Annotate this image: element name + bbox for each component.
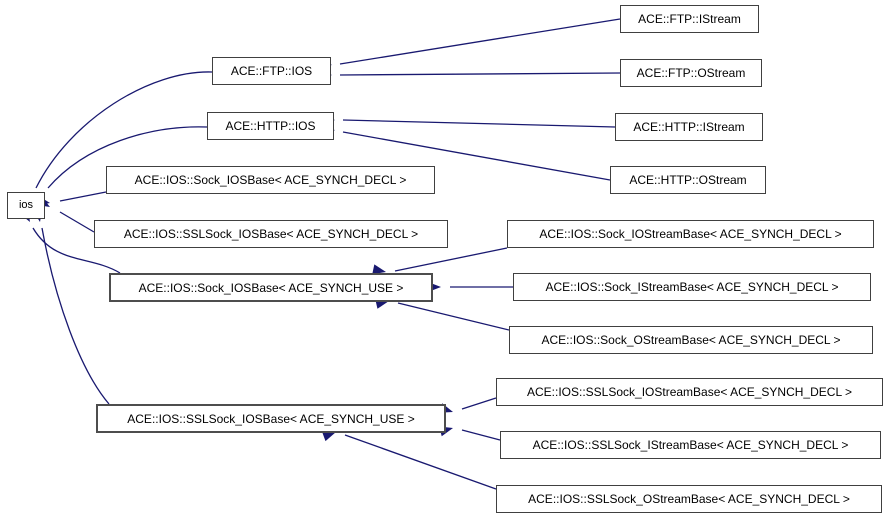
class-node-http_ios[interactable]: ACE::HTTP::IOS (207, 112, 334, 140)
class-node-label: ACE::HTTP::OStream (629, 173, 747, 187)
class-node-label: ACE::IOS::Sock_IOStreamBase< ACE_SYNCH_D… (539, 227, 842, 241)
class-node-sock_ostreambase[interactable]: ACE::IOS::Sock_OStreamBase< ACE_SYNCH_DE… (509, 326, 873, 354)
inheritance-edge (461, 429, 501, 441)
class-node-ftp_ostream[interactable]: ACE::FTP::OStream (620, 59, 762, 87)
inheritance-edge (339, 18, 621, 65)
class-node-label: ACE::HTTP::IStream (633, 120, 745, 134)
class-node-label: ACE::IOS::SSLSock_IOStreamBase< ACE_SYNC… (526, 385, 853, 399)
class-node-label: ACE::FTP::IStream (638, 12, 741, 26)
class-node-label: ACE::HTTP::IOS (225, 119, 316, 133)
class-node-sock_istreambase[interactable]: ACE::IOS::Sock_IStreamBase< ACE_SYNCH_DE… (513, 273, 871, 301)
class-node-sock_iostreambase[interactable]: ACE::IOS::Sock_IOStreamBase< ACE_SYNCH_D… (507, 220, 874, 248)
class-node-label: ACE::IOS::Sock_IOSBase< ACE_SYNCH_USE > (138, 280, 404, 295)
class-node-label: ACE::IOS::Sock_IStreamBase< ACE_SYNCH_DE… (545, 280, 839, 294)
class-node-ios[interactable]: ios (7, 192, 45, 219)
class-node-label: ACE::IOS::SSLSock_OStreamBase< ACE_SYNCH… (528, 492, 850, 506)
class-node-label: ACE::FTP::IOS (230, 64, 313, 78)
inheritance-edge (342, 119, 616, 128)
class-node-sslsock_istreambase[interactable]: ACE::IOS::SSLSock_IStreamBase< ACE_SYNCH… (500, 431, 881, 459)
class-node-sslsock_ostreambase[interactable]: ACE::IOS::SSLSock_OStreamBase< ACE_SYNCH… (496, 485, 882, 513)
class-node-sslsock_iostreambase[interactable]: ACE::IOS::SSLSock_IOStreamBase< ACE_SYNC… (496, 378, 883, 406)
inheritance-edge (344, 434, 497, 490)
inheritance-edge (59, 211, 95, 233)
class-node-ftp_istream[interactable]: ACE::FTP::IStream (620, 5, 759, 33)
inheritance-edge (397, 302, 510, 331)
inheritance-edge (461, 397, 497, 410)
class-node-label: ACE::IOS::Sock_OStreamBase< ACE_SYNCH_DE… (541, 333, 841, 347)
class-node-sock_iosbase_decl[interactable]: ACE::IOS::Sock_IOSBase< ACE_SYNCH_DECL > (106, 166, 435, 194)
class-node-sslsock_iosbase_use[interactable]: ACE::IOS::SSLSock_IOSBase< ACE_SYNCH_USE… (96, 404, 446, 433)
class-node-label: ACE::IOS::SSLSock_IOSBase< ACE_SYNCH_DEC… (123, 227, 419, 241)
class-node-label: ACE::IOS::SSLSock_IStreamBase< ACE_SYNCH… (532, 438, 849, 452)
inheritance-edge (59, 191, 107, 202)
inheritance-edge (394, 247, 508, 272)
class-node-http_ostream[interactable]: ACE::HTTP::OStream (610, 166, 766, 194)
inheritance-edge (41, 227, 110, 405)
class-node-http_istream[interactable]: ACE::HTTP::IStream (615, 113, 763, 141)
inheritance-edge (339, 72, 621, 76)
class-node-sock_iosbase_use[interactable]: ACE::IOS::Sock_IOSBase< ACE_SYNCH_USE > (109, 273, 433, 302)
class-node-label: ACE::IOS::Sock_IOSBase< ACE_SYNCH_DECL > (134, 173, 407, 187)
class-node-sslsock_iosbase_decl[interactable]: ACE::IOS::SSLSock_IOSBase< ACE_SYNCH_DEC… (94, 220, 448, 248)
class-node-ftp_ios[interactable]: ACE::FTP::IOS (212, 57, 331, 85)
class-node-label: ACE::IOS::SSLSock_IOSBase< ACE_SYNCH_USE… (127, 411, 415, 426)
class-node-label: ios (18, 199, 34, 211)
class-node-label: ACE::FTP::OStream (636, 66, 746, 80)
